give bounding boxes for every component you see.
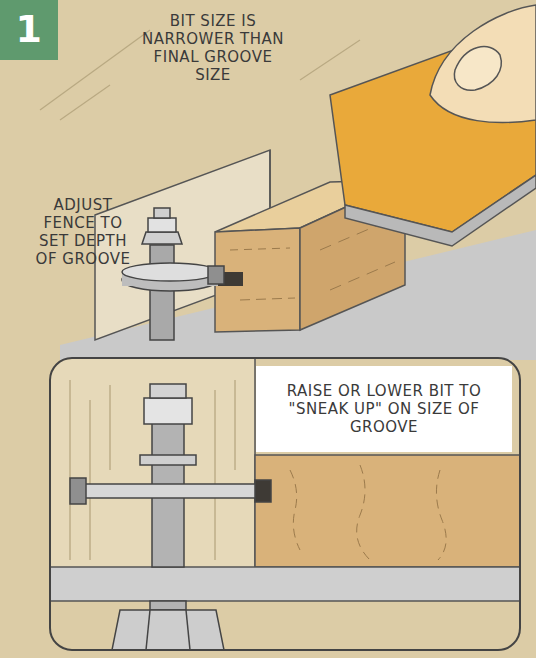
step-number: 1 (16, 7, 43, 53)
callout-label: ADJUST FENCE TO SET DEPTH OF GROOVE (28, 196, 138, 268)
callout-text: RAISE OR LOWER BIT TO "SNEAK UP" ON SIZE… (266, 382, 502, 436)
push-block-hand (330, 5, 536, 246)
callout-box: RAISE OR LOWER BIT TO "SNEAK UP" ON SIZE… (256, 366, 512, 452)
board-end (215, 228, 300, 332)
step-badge: 1 (0, 0, 58, 60)
callout-label: BIT SIZE IS NARROWER THAN FINAL GROOVE S… (138, 12, 288, 84)
inset-panel (50, 358, 520, 650)
router-bit (122, 208, 224, 340)
inset-closeup (51, 359, 519, 649)
